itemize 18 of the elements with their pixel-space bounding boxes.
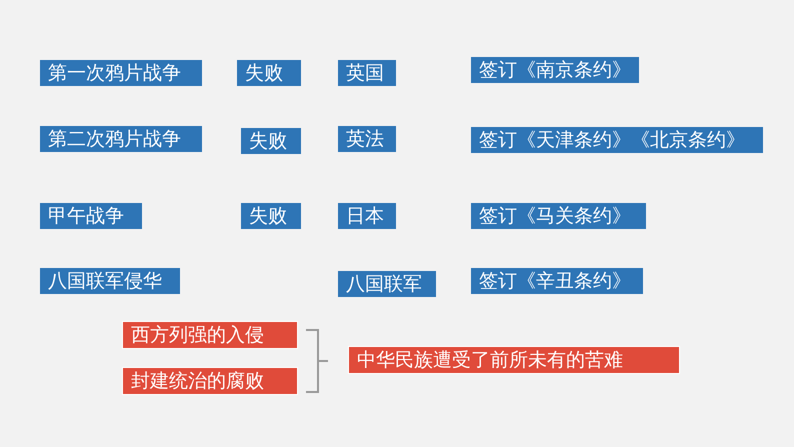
label-box: 英国	[338, 60, 396, 86]
label-box: 甲午战争	[40, 203, 142, 229]
label-box: 签订《南京条约》	[471, 57, 639, 83]
highlight-box: 西方列强的入侵	[122, 321, 298, 349]
label-box: 第二次鸦片战争	[40, 126, 202, 152]
label-box: 八国联军侵华	[40, 268, 180, 294]
label-box: 失败	[241, 203, 301, 229]
label-box: 第一次鸦片战争	[40, 60, 202, 86]
label-box: 签订《马关条约》	[471, 203, 646, 229]
label-box: 签订《天津条约》《北京条约》	[471, 127, 763, 153]
highlight-box: 封建统治的腐败	[122, 367, 298, 395]
label-box: 英法	[338, 126, 396, 152]
label-box: 八国联军	[338, 271, 436, 297]
label-box: 日本	[338, 203, 396, 229]
label-box: 失败	[241, 128, 301, 154]
label-box: 失败	[237, 60, 301, 86]
label-box: 签订《辛丑条约》	[471, 268, 643, 294]
highlight-box: 中华民族遭受了前所未有的苦难	[348, 346, 680, 374]
